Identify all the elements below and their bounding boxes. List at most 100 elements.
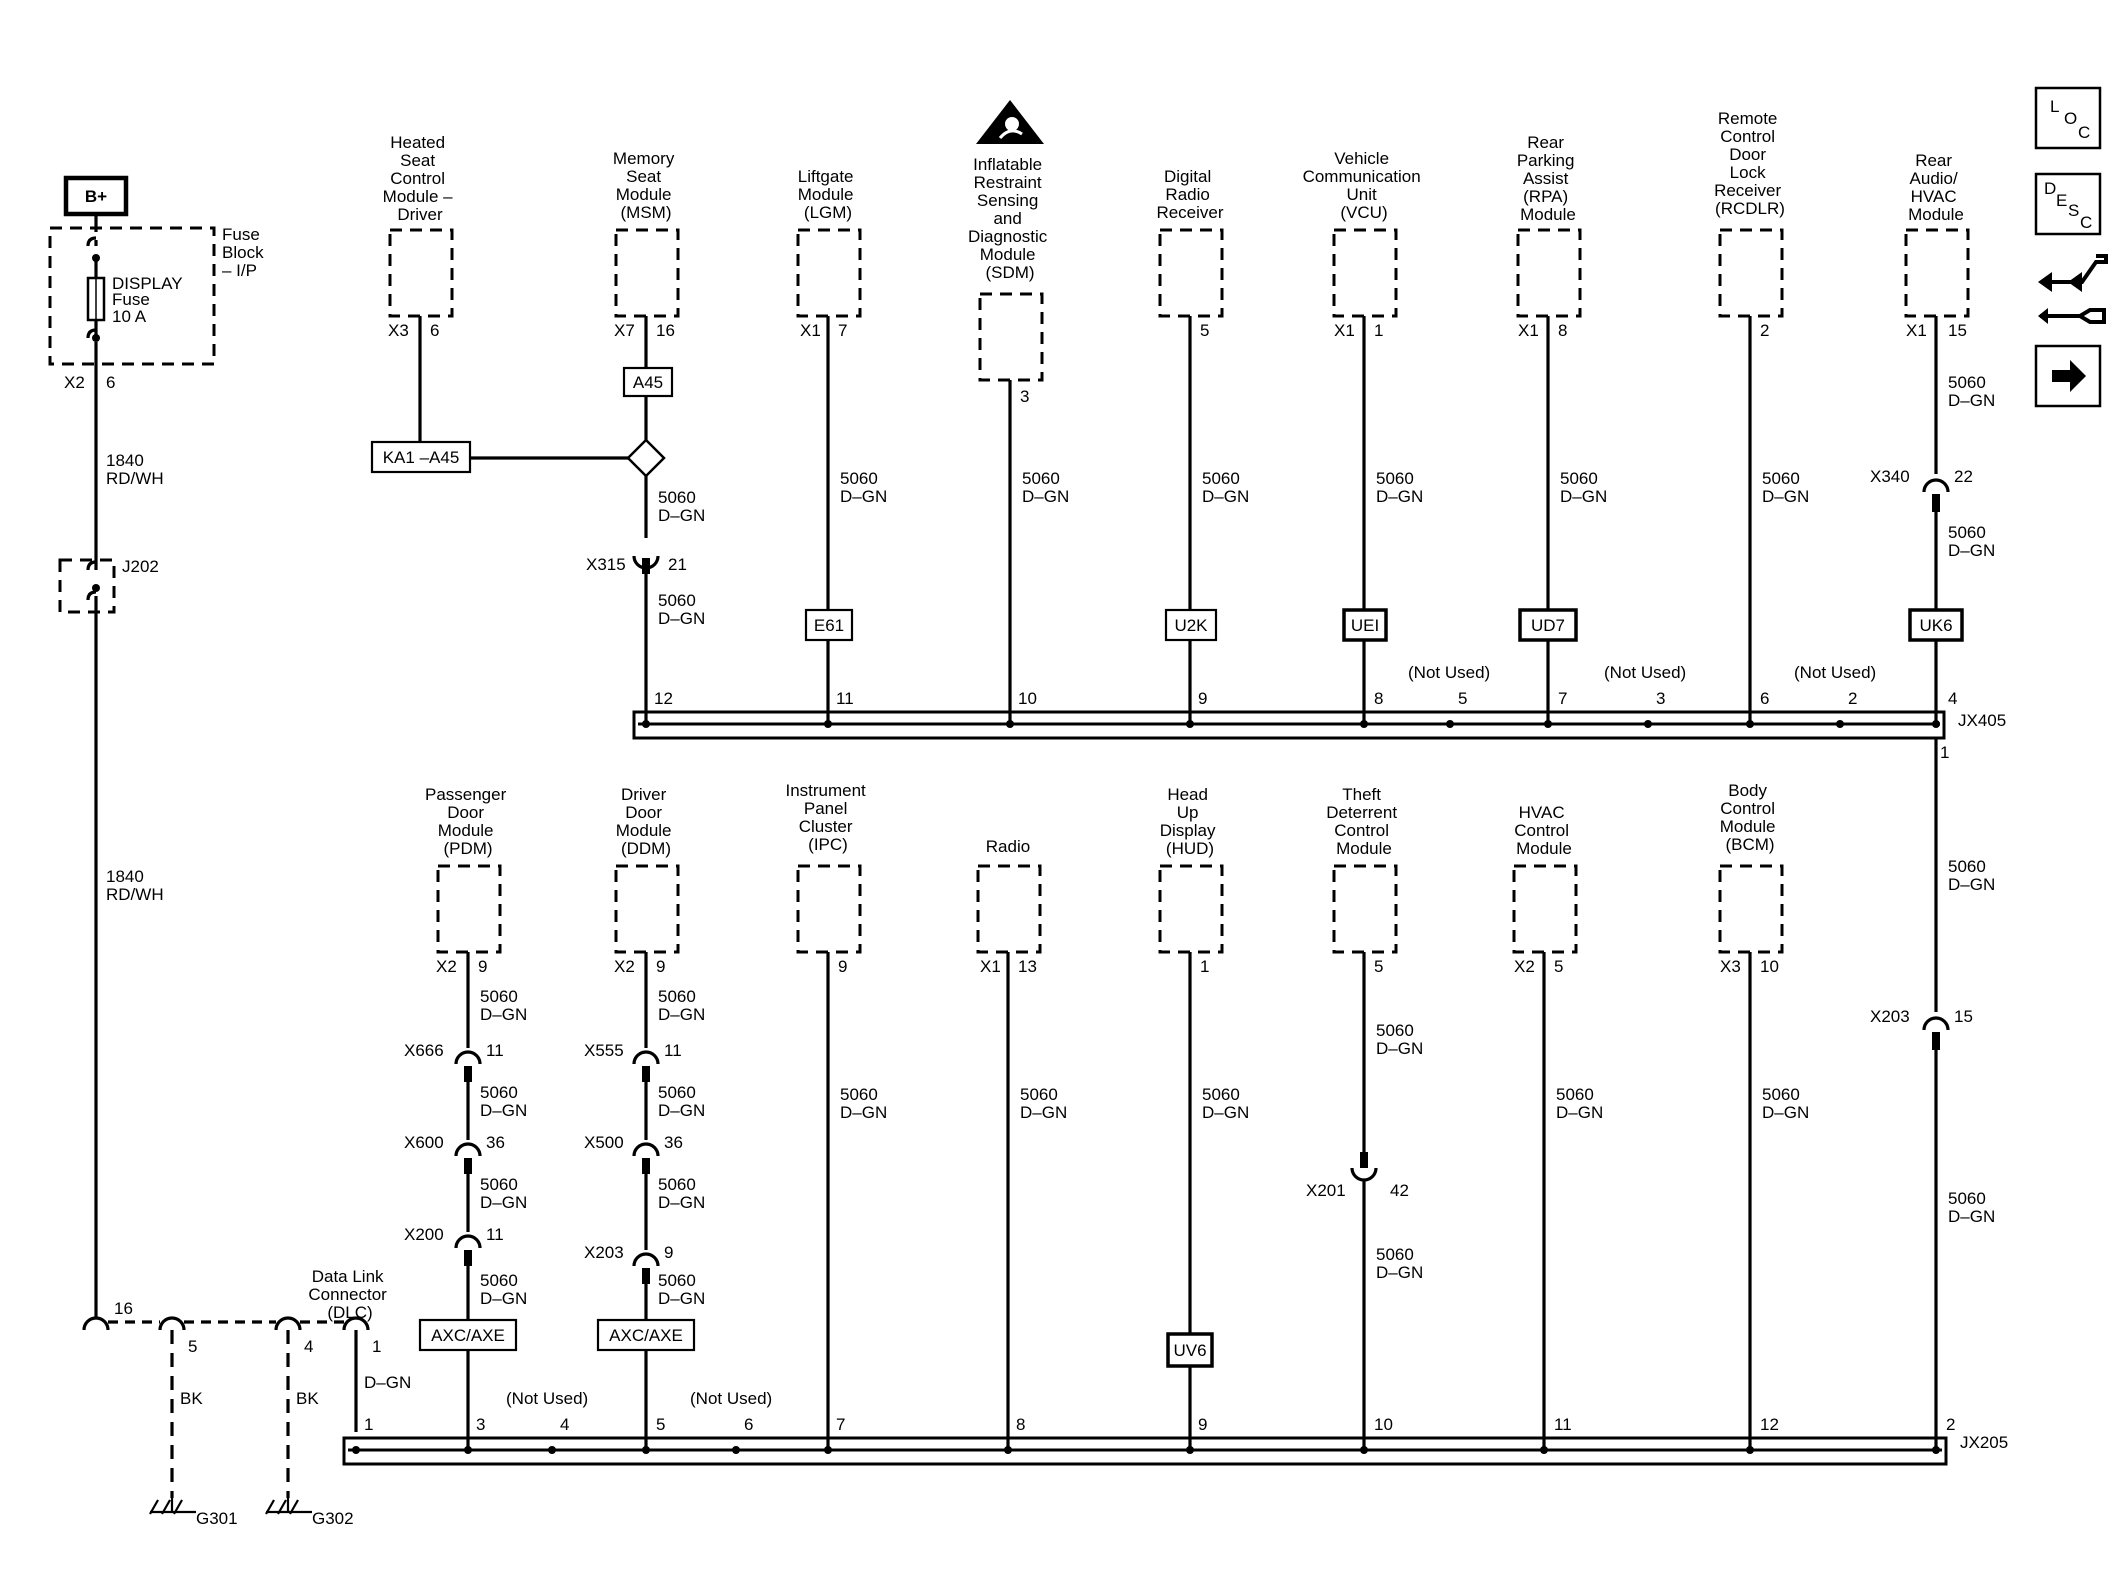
svg-text:C: C [2080,213,2092,232]
svg-text:10: 10 [1760,957,1779,976]
module-sdm: Inflatable Restraint Sensing and Diagnos… [968,100,1069,724]
svg-text:X200: X200 [404,1225,444,1244]
svg-text:X203: X203 [1870,1007,1910,1026]
svg-text:X3: X3 [388,321,409,340]
button-description[interactable]: D E S C [2034,172,2102,236]
svg-text:5: 5 [1374,957,1383,976]
battery-label: B+ [85,187,107,206]
hud-label: Head Up Display (HUD) [1160,785,1220,858]
dlc-pin-1: 1 [372,1337,381,1356]
module-rcdlr: Remote Control Door Lock Receiver (RCDLR… [1714,109,1809,724]
ground-g302-icon [265,1498,312,1515]
ground-g302-label: G302 [312,1509,354,1528]
jx405-splice-pack: JX405 12 11 10 9 8 5 7 3 6 2 4 1 (Not Us… [632,663,2006,762]
tdcm-label: Theft Deterrent Control Module [1326,785,1402,858]
jx205-pin-10: 10 [1374,1415,1393,1434]
dlc-pin-5: 5 [188,1337,197,1356]
jx405-not-used-2: (Not Used) [1794,663,1876,682]
jx205-pin-6: 6 [744,1415,753,1434]
svg-text:X1: X1 [980,957,1001,976]
fuse-block-label: Fuse Block – I/P [222,225,268,280]
jx405-pin-2: 2 [1848,689,1857,708]
svg-text:9: 9 [664,1243,673,1262]
svg-text:9: 9 [838,957,847,976]
svg-text:X500: X500 [584,1133,624,1152]
jx205-not-used-4: (Not Used) [506,1389,588,1408]
jx405-not-used-5: (Not Used) [1408,663,1490,682]
option-uei: UEI [1351,616,1379,635]
bcm-label: Body Control Module (BCM) [1720,781,1781,854]
button-connector-repair[interactable] [2038,254,2108,324]
rear-audio-label: Rear Audio/ HVAC Module [1908,151,1964,224]
svg-text:5: 5 [1554,957,1563,976]
battery-feed: B+ Fuse Block – I/P DISPLAY Fuse 10 A X2… [48,175,268,1318]
svg-text:S: S [2068,201,2079,220]
option-u2k: U2K [1174,616,1208,635]
fuse-conn: X2 [64,373,85,392]
svg-text:X201: X201 [1306,1181,1346,1200]
button-location[interactable]: L O C [2034,86,2102,150]
svg-text:9: 9 [478,957,487,976]
svg-text:13: 13 [1018,957,1037,976]
svg-text:X1: X1 [1906,321,1927,340]
jx405-pin-11: 11 [836,689,854,708]
splice-j202-outline [58,558,116,614]
svg-text:1: 1 [1200,957,1209,976]
svg-text:36: 36 [664,1133,683,1152]
data-link-connector: Data Link Connector (DLC) 16 5 4 1 BK BK… [82,1267,411,1528]
option-e61: E61 [814,616,844,635]
option-a45: A45 [633,373,663,392]
svg-text:X2: X2 [436,957,457,976]
svg-text:X555: X555 [584,1041,624,1060]
jx205-pin-1: 1 [364,1415,373,1434]
module-heated-seat: Heated Seat Control Module – Driver X3 6… [370,133,632,474]
arrow-right-icon [2052,360,2086,392]
jx205-pin-2: 2 [1946,1415,1955,1434]
jx405-pin-8: 8 [1374,689,1383,708]
lgm-label: Liftgate Module (LGM) [798,167,859,222]
jx205-pin-11: 11 [1554,1415,1572,1434]
svg-text:X2: X2 [1514,957,1535,976]
heated-seat-label: Heated Seat Control Module – Driver [383,133,458,224]
option-uk6: UK6 [1919,616,1952,635]
jx405-pin-7: 7 [1558,689,1567,708]
module-vcu: Vehicle Communication Unit (VCU) X1 1 50… [1303,149,1423,724]
option-axc-axe-1: AXC/AXE [431,1326,505,1345]
jx405-pin-12: 12 [654,689,673,708]
jx405-pin-10: 10 [1018,689,1037,708]
jx205-pin-5: 5 [656,1415,665,1434]
fuse-name: DISPLAY Fuse 10 A [112,274,187,326]
jx405-pin-1: 1 [1940,743,1949,762]
button-next[interactable] [2034,344,2102,408]
svg-text:16: 16 [656,321,675,340]
svg-text:O: O [2064,109,2077,128]
jx405-pin-6: 6 [1760,689,1769,708]
wire-bk-1: BK [180,1389,203,1408]
jx205-splice-pack: JX205 1 3 4 5 6 7 8 9 10 11 12 2 (Not Us… [342,1389,2008,1466]
splice-j202-label: J202 [122,557,159,576]
wire-msm-b: 5060 D–GN [658,591,705,628]
svg-text:8: 8 [1558,321,1567,340]
wire-msm-a: 5060 D–GN [658,488,705,525]
